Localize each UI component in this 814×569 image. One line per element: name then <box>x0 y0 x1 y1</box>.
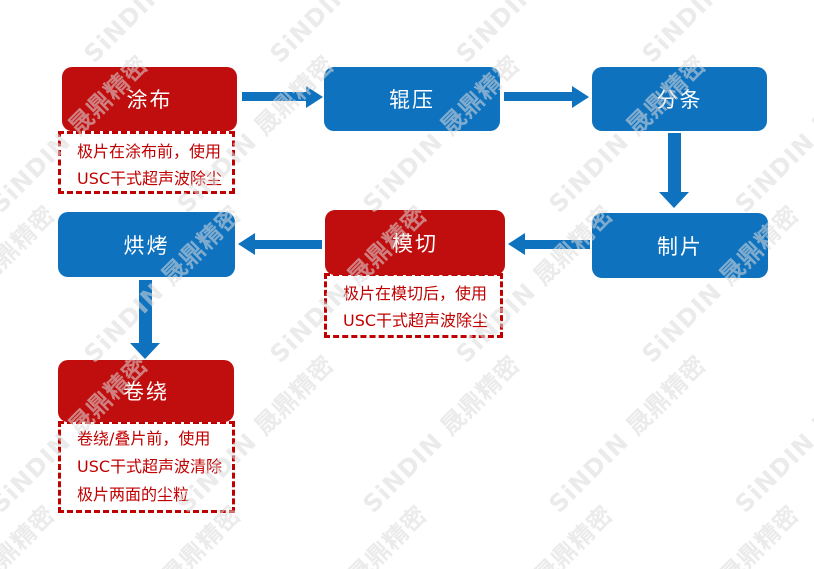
watermark-text: SiNDIN 晟鼎精密 <box>260 0 433 69</box>
arrow-right-icon <box>572 86 589 108</box>
process-node-slitting: 分条 <box>592 67 767 131</box>
watermark-text: SiNDIN 晟鼎精密 <box>446 0 619 69</box>
arrow-left-icon <box>238 233 255 255</box>
process-node-rolling: 辊压 <box>324 67 500 131</box>
watermark-text: SiNDIN 晟鼎精密 <box>0 200 61 368</box>
watermark-text: SiNDIN 晟鼎精密 <box>0 496 62 569</box>
watermark-text: SiNDIN 晟鼎精密 <box>0 0 62 69</box>
watermark-text: SiNDIN 晟鼎精密 <box>260 496 433 569</box>
note-line: USC干式超声波清除 <box>77 457 223 476</box>
process-node-label: 模切 <box>392 231 438 256</box>
note-winding: 卷绕/叠片前，使用 USC干式超声波清除 极片两面的尘粒 <box>58 421 235 513</box>
note-line: 极片在模切后，使用 <box>343 284 488 303</box>
process-node-label: 分条 <box>656 88 703 112</box>
arrow-coating-rolling-shaft <box>242 92 306 101</box>
note-die-cutting: 极片在模切后，使用 USC干式超声波除尘 <box>324 273 503 338</box>
watermark-text: SiNDIN 晟鼎精密 <box>446 496 619 569</box>
watermark-text: SiNDIN 晟鼎精密 <box>729 350 814 519</box>
watermark-text: SiNDIN 晟鼎精密 <box>543 350 712 519</box>
process-node-label: 辊压 <box>389 88 435 112</box>
watermark-text: SiNDIN 晟鼎精密 <box>632 0 805 69</box>
process-node-coating: 涂布 <box>62 67 237 131</box>
process-node-label: 制片 <box>657 234 703 259</box>
process-node-label: 烘烤 <box>123 233 170 258</box>
watermark-text: SiNDIN 晟鼎精密 <box>632 496 805 569</box>
process-node-winding: 卷绕 <box>58 360 234 422</box>
arrow-sheeting-diecutting-shaft <box>525 240 590 249</box>
note-coating: 极片在涂布前，使用 USC干式超声波除尘 <box>58 131 235 194</box>
arrow-rolling-slitting-shaft <box>504 92 572 101</box>
arrow-diecutting-baking-shaft <box>255 240 322 249</box>
process-node-baking: 烘烤 <box>58 212 235 277</box>
process-node-label: 涂布 <box>126 88 173 112</box>
process-node-sheeting: 制片 <box>592 213 768 278</box>
watermark-text: SiNDIN 晟鼎精密 <box>74 0 247 69</box>
note-line: 卷绕/叠片前，使用 <box>77 429 211 448</box>
note-line: 极片两面的尘粒 <box>77 485 190 504</box>
process-node-label: 卷绕 <box>123 380 169 404</box>
note-line: USC干式超声波除尘 <box>77 169 223 188</box>
process-node-die-cutting: 模切 <box>325 210 505 275</box>
note-line: USC干式超声波除尘 <box>343 311 489 330</box>
arrow-slitting-sheeting-shaft <box>668 133 681 192</box>
arrow-right-icon <box>306 86 323 108</box>
watermark-text: SiNDIN 晟鼎精密 <box>357 350 526 519</box>
note-line: 极片在涂布前，使用 <box>77 142 222 161</box>
arrow-down-icon <box>659 192 689 208</box>
arrow-baking-winding-shaft <box>139 280 152 343</box>
arrow-down-icon <box>130 343 160 359</box>
arrow-left-icon <box>508 233 525 255</box>
